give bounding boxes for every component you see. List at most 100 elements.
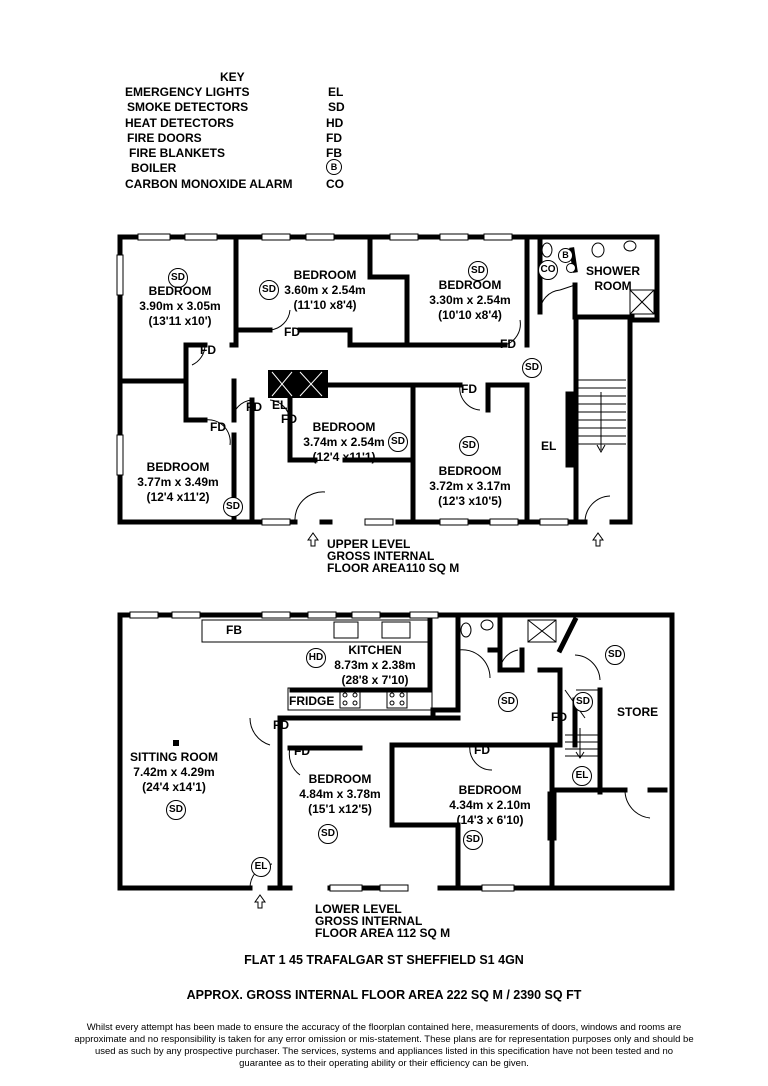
room-label: BEDROOM 3.90m x 3.05m (13'11 x10') xyxy=(135,284,225,329)
room-name: SHOWER xyxy=(586,264,640,278)
fire-door-label: FD xyxy=(273,718,289,732)
key-label: CARBON MONOXIDE ALARM xyxy=(125,177,293,191)
room-size: 3.30m x 2.54m xyxy=(429,293,511,307)
room-imperial: (14'3 x 6'10) xyxy=(456,813,524,827)
room-imperial: (12'4 x11'1) xyxy=(312,450,376,464)
room-size: 3.72m x 3.17m xyxy=(429,479,511,493)
fire-door-label: FD xyxy=(281,412,297,426)
room-name: BEDROOM xyxy=(312,420,376,434)
room-imperial: (12'4 x11'2) xyxy=(146,490,210,504)
fire-door-label: FD xyxy=(500,337,516,351)
fire-door-label: FD xyxy=(294,744,310,758)
room-label: BEDROOM 3.72m x 3.17m (12'3 x10'5) xyxy=(420,464,520,509)
level-line: FLOOR AREA110 SQ M xyxy=(327,561,460,575)
room-label: BEDROOM 3.60m x 2.54m (11'10 x8'4) xyxy=(280,268,370,313)
key-label: FIRE DOORS xyxy=(127,131,202,145)
smoke-detector-icon: SD xyxy=(605,645,625,665)
level-line: GROSS INTERNAL xyxy=(315,914,423,928)
co-alarm-icon: CO xyxy=(538,260,558,280)
room-size: 3.77m x 3.49m xyxy=(137,475,219,489)
room-name: SITTING ROOM xyxy=(130,750,218,764)
key-label: HEAT DETECTORS xyxy=(125,116,234,130)
room-name: BEDROOM xyxy=(148,284,212,298)
smoke-detector-icon: SD xyxy=(318,824,338,844)
boiler-icon: B xyxy=(558,248,573,263)
room-name: BEDROOM xyxy=(458,783,522,797)
key-label: FIRE BLANKETS xyxy=(129,146,225,160)
smoke-detector-icon: SD xyxy=(573,692,593,712)
room-name: BEDROOM xyxy=(146,460,210,474)
smoke-detector-icon: SD xyxy=(522,358,542,378)
level-line: FLOOR AREA 112 SQ M xyxy=(315,926,451,940)
room-name: BEDROOM xyxy=(293,268,357,282)
emergency-light-label: EL xyxy=(272,398,288,412)
room-imperial: (13'11 x10') xyxy=(148,314,212,328)
key-code: FB xyxy=(326,146,342,160)
disclaimer: Whilst every attempt has been made to en… xyxy=(74,1022,694,1069)
room-name: ROOM xyxy=(594,279,632,293)
room-imperial: (28'8 x 7'10) xyxy=(341,673,409,687)
room-size: 3.60m x 2.54m xyxy=(284,283,366,297)
room-label: BEDROOM 3.74m x 2.54m (12'4 x11'1) xyxy=(294,420,394,465)
smoke-detector-icon: SD xyxy=(259,280,279,300)
room-imperial: (15'1 x12'5) xyxy=(308,802,372,816)
room-imperial: (24'4 x14'1) xyxy=(142,780,206,794)
smoke-detector-icon: SD xyxy=(498,692,518,712)
room-imperial: (11'10 x8'4) xyxy=(293,298,357,312)
key-code: SD xyxy=(328,100,345,114)
smoke-detector-icon: SD xyxy=(468,261,488,281)
key-code: CO xyxy=(326,177,344,191)
emergency-light-label: EL xyxy=(541,439,557,453)
fire-door-label: FD xyxy=(474,743,490,757)
room-name: BEDROOM xyxy=(308,772,372,786)
key-code: FD xyxy=(326,131,342,145)
smoke-detector-icon: SD xyxy=(463,830,483,850)
store-label: STORE xyxy=(617,705,659,719)
key-label: SMOKE DETECTORS xyxy=(127,100,249,114)
key-code: HD xyxy=(326,116,344,130)
fire-door-label: FD xyxy=(551,710,567,724)
room-label: BEDROOM 4.84m x 3.78m (15'1 x12'5) xyxy=(290,772,390,817)
key-label: EMERGENCY LIGHTS xyxy=(125,85,250,99)
room-size: 4.34m x 2.10m xyxy=(449,798,531,812)
key-label: BOILER xyxy=(131,161,177,175)
room-label: BEDROOM 3.77m x 3.49m (12'4 x11'2) xyxy=(128,460,228,505)
smoke-detector-icon: SD xyxy=(166,800,186,820)
room-label: BEDROOM 4.34m x 2.10m (14'3 x 6'10) xyxy=(440,783,540,828)
room-size: 7.42m x 4.29m xyxy=(133,765,215,779)
property-address: FLAT 1 45 TRAFALGAR ST SHEFFIELD S1 4GN xyxy=(244,953,524,967)
level-line: GROSS INTERNAL xyxy=(327,549,435,563)
room-name: KITCHEN xyxy=(348,643,402,657)
lower-level-label: LOWER LEVEL GROSS INTERNAL FLOOR AREA 11… xyxy=(315,903,450,939)
room-imperial: (12'3 x10'5) xyxy=(438,494,502,508)
key-code: EL xyxy=(328,85,344,99)
fridge-label: FRIDGE xyxy=(289,694,335,708)
room-imperial: (10'10 x8'4) xyxy=(438,308,502,322)
room-size: 4.84m x 3.78m xyxy=(299,787,381,801)
boiler-key-icon: B xyxy=(326,159,342,175)
room-label: KITCHEN 8.73m x 2.38m (28'8 x 7'10) xyxy=(330,643,420,688)
room-label: BEDROOM 3.30m x 2.54m (10'10 x8'4) xyxy=(420,278,520,323)
room-label: SITTING ROOM 7.42m x 4.29m (24'4 x14'1) xyxy=(128,750,220,795)
fire-door-label: FD xyxy=(200,343,216,357)
smoke-detector-icon: SD xyxy=(459,436,479,456)
fire-door-label: FD xyxy=(461,382,477,396)
level-line: UPPER LEVEL xyxy=(327,537,411,551)
key-title: KEY xyxy=(220,70,245,84)
room-name: BEDROOM xyxy=(438,464,502,478)
smoke-detector-icon: SD xyxy=(388,432,408,452)
fire-door-label: FD xyxy=(246,400,262,414)
room-name: BEDROOM xyxy=(438,278,502,292)
room-size: 8.73m x 2.38m xyxy=(334,658,416,672)
emergency-light-icon: EL xyxy=(251,857,271,877)
room-label: SHOWER ROOM xyxy=(580,264,646,294)
smoke-detector-icon: SD xyxy=(223,497,243,517)
fire-blanket-label: FB xyxy=(226,623,242,637)
room-size: 3.90m x 3.05m xyxy=(139,299,221,313)
heat-detector-icon: HD xyxy=(306,648,326,668)
room-size: 3.74m x 2.54m xyxy=(303,435,385,449)
shower-valve-icon xyxy=(566,263,576,273)
smoke-detector-icon: SD xyxy=(168,268,188,288)
fire-door-label: FD xyxy=(284,325,300,339)
